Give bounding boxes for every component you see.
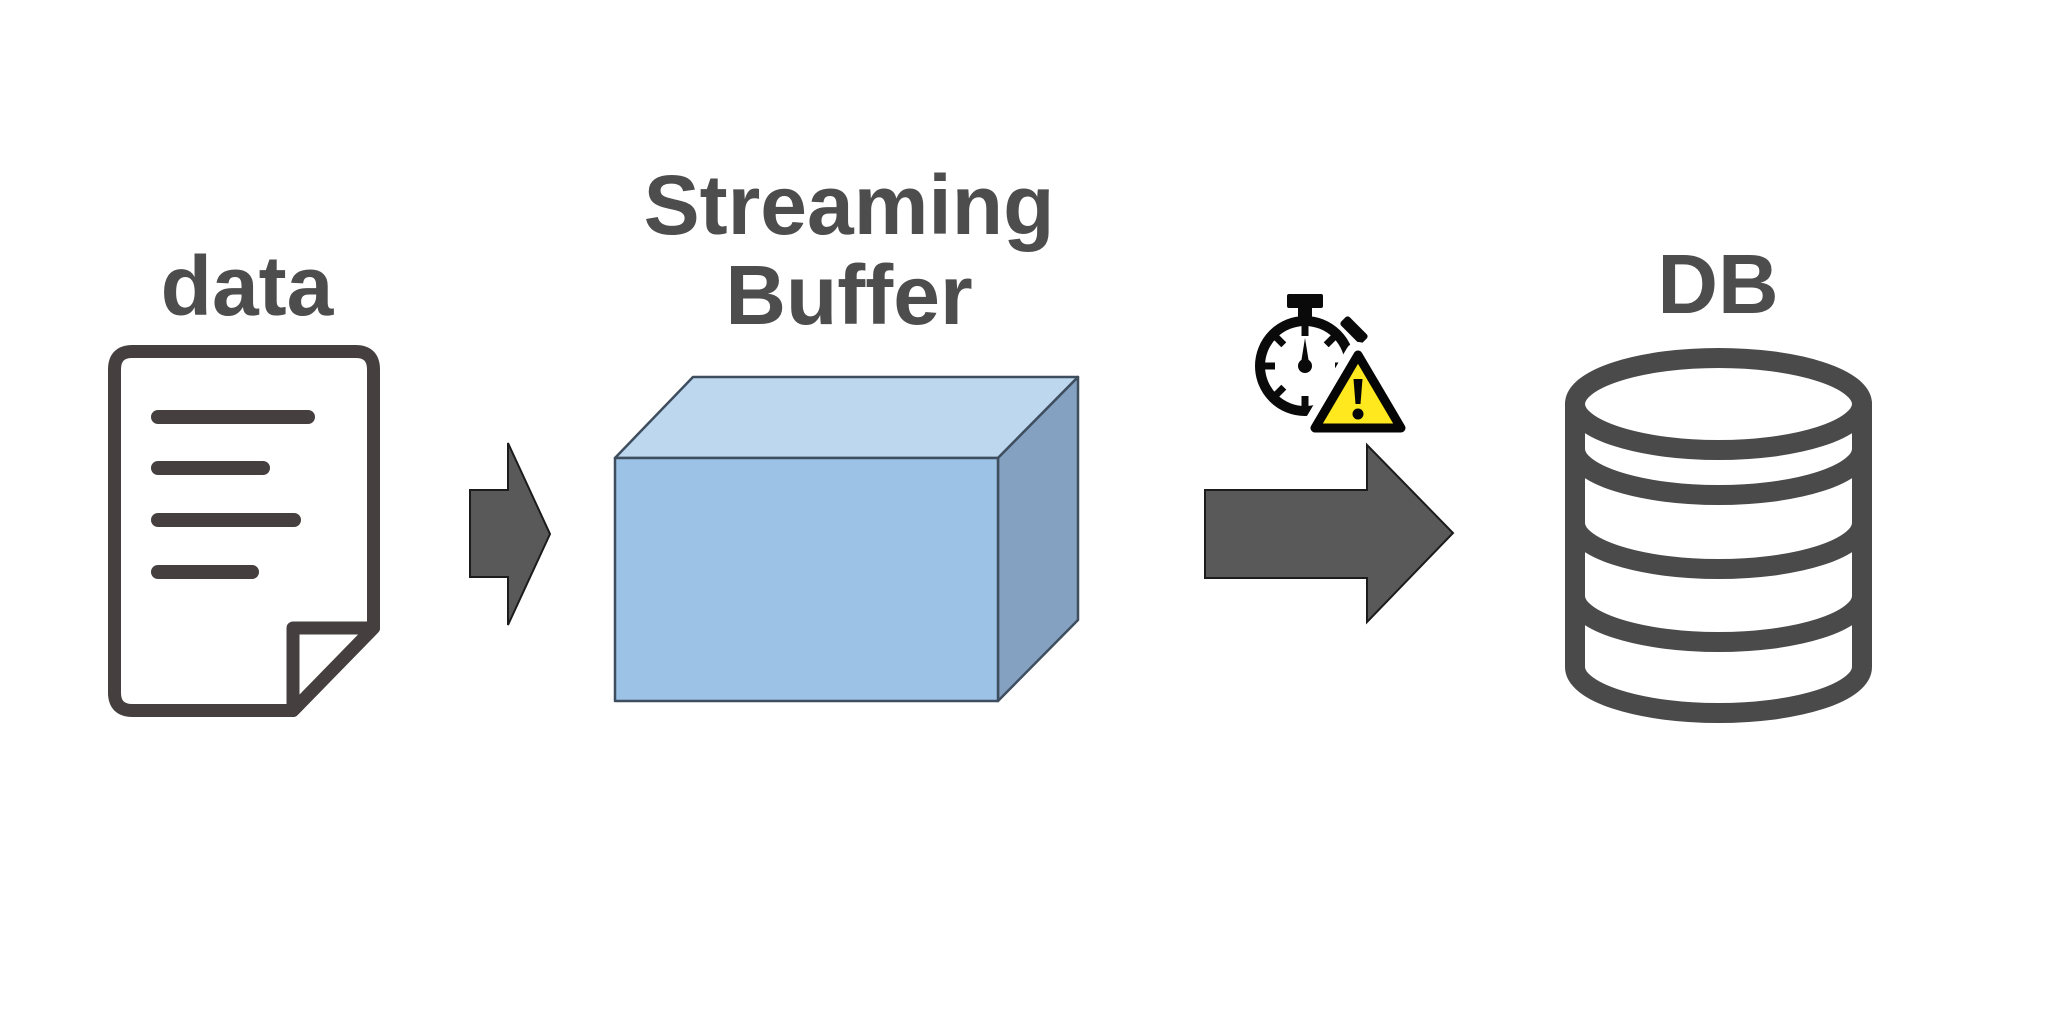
database-separator-2: [1565, 513, 1872, 579]
block-arrow-right-icon-2: [1204, 442, 1455, 625]
database-icon: [1565, 348, 1872, 723]
document-icon: [108, 345, 380, 717]
streaming-buffer-label: Streaming Buffer: [644, 160, 1055, 340]
streaming-buffer-label-line1: Streaming: [643, 158, 1055, 252]
folded-corner: [286, 621, 380, 717]
warning-exclamation-dot: [1352, 408, 1364, 420]
streaming-buffer-label-line2: Buffer: [725, 248, 973, 342]
database-separator-3: [1565, 586, 1872, 652]
database-separator-1: [1565, 439, 1872, 505]
warning-icon: [1302, 342, 1414, 441]
database-top: [1565, 348, 1872, 460]
data-node-label: data: [160, 239, 334, 333]
db-node-label: DB: [1657, 237, 1779, 331]
block-arrow-right-icon-1: [469, 442, 552, 626]
stopwatch-needle: [1300, 338, 1310, 366]
warning-exclamation-bar: [1353, 379, 1363, 404]
cube-front-face: [613, 456, 1000, 703]
document-text-lines: [151, 410, 315, 579]
stopwatch-icon: [1255, 294, 1368, 416]
cube-icon: [613, 375, 1080, 703]
